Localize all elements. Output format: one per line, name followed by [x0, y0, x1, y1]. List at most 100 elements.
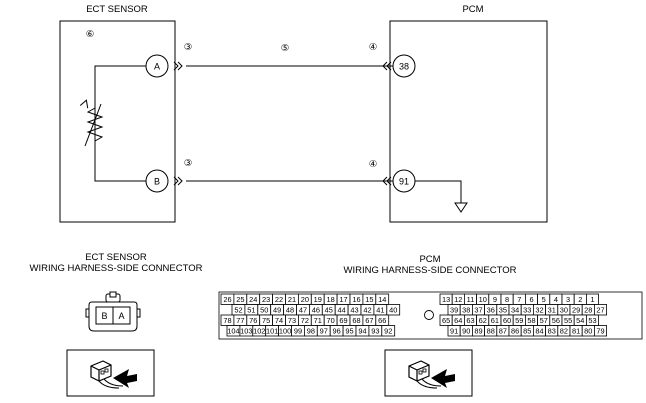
pcm-connector-pin-label: 95 [345, 327, 353, 336]
pcm-connector-pin-label: 4 [554, 295, 558, 304]
pcm-connector-pin-label: 19 [314, 295, 322, 304]
pcm-connector-pin-label: 87 [499, 327, 507, 336]
pcm-connector-pin-label: 2 [578, 295, 582, 304]
thermistor-arrow-head [79, 99, 89, 109]
pcm-connector-pin-label: 49 [273, 306, 281, 315]
pcm-connector-pin-label: 16 [352, 295, 360, 304]
pcm-connector-pin-label: 46 [312, 306, 320, 315]
pcm-connector-pin-label: 58 [527, 316, 535, 325]
pcm-connector-pin-label: 94 [358, 327, 366, 336]
pcm-connector-pin-label: 103 [240, 327, 252, 336]
callout-pcm-pin-91-connector: ④ [369, 159, 378, 170]
pcm-connector-pin-label: 56 [552, 316, 560, 325]
pcm-connector-pin-label: 23 [262, 295, 270, 304]
pcm-connector-pin-label: 8 [505, 295, 509, 304]
pcm-connector-pin-label: 38 [462, 306, 470, 315]
pcm-connector-pin-label: 80 [584, 327, 592, 336]
pcm-connector-pin-label: 70 [327, 316, 335, 325]
pcm-connector-pin-label: 92 [384, 327, 392, 336]
pcm-connector-pin-label: 82 [560, 327, 568, 336]
pcm-connector-pin-label: 39 [450, 306, 458, 315]
pcm-connector-pin-label: 6 [529, 295, 533, 304]
pcm-connector-pin-label: 101 [266, 327, 278, 336]
pcm-pin-91-label: 91 [399, 177, 409, 187]
pcm-connector-pin-label: 29 [572, 306, 580, 315]
pcm-connector-pin-label: 20 [301, 295, 309, 304]
pcm-connector-pin-label: 102 [253, 327, 265, 336]
pcm-connector-pin-label: 32 [535, 306, 543, 315]
pcm-connector-pin-label: 96 [333, 327, 341, 336]
pcm-connector-pin-label: 21 [288, 295, 296, 304]
ect-sensor-title: ECT SENSOR [86, 4, 148, 15]
pcm-connector-pin-label: 42 [363, 306, 371, 315]
callout-ect-component: ⑥ [86, 29, 95, 40]
pcm-connector-pin-label: 28 [584, 306, 592, 315]
pcm-connector-pin-label: 14 [378, 295, 386, 304]
thermistor-variable-arrow [84, 103, 102, 147]
pcm-connector-pin-label: 86 [511, 327, 519, 336]
pcm-connector-pin-label: 83 [548, 327, 556, 336]
pcm-connector-pin-label: 63 [466, 316, 474, 325]
callout-ect-pin-b-connector: ③ [184, 158, 193, 169]
thermistor-symbol [86, 107, 104, 142]
pcm-connector-pin-label: 73 [288, 316, 296, 325]
pcm-connector-pin-label: 69 [339, 316, 347, 325]
pcm-connector-pin-label: 52 [234, 306, 242, 315]
ground-wire [415, 180, 462, 203]
pcm-connector-pin-label: 65 [442, 316, 450, 325]
pcm-connector-pin-label: 24 [249, 295, 257, 304]
ect-pin-a-label: A [154, 62, 160, 72]
pcm-box [389, 20, 548, 223]
pcm-connector-pin-label: 27 [596, 306, 604, 315]
pcm-connector-pin-label: 59 [515, 316, 523, 325]
pcm-connector-pin-label: 9 [493, 295, 497, 304]
pcm-connector-pin-label: 44 [338, 306, 346, 315]
pcm-connector-pin-label: 72 [301, 316, 309, 325]
view-direction-icon [66, 349, 155, 397]
pcm-connector-pin-label: 90 [462, 327, 470, 336]
callout-ect-pin-a-connector: ③ [184, 42, 193, 53]
ect-pin-b [145, 169, 169, 193]
pcm-connector-pin-label: 61 [491, 316, 499, 325]
pcm-connector-pin-label: 67 [365, 316, 373, 325]
pcm-connector-cell [381, 325, 396, 337]
pcm-connector-pin-label: 7 [517, 295, 521, 304]
ect-connector-face: B A [85, 291, 141, 332]
ect-face-pin-b: B [101, 311, 107, 321]
view-direction-icon [384, 349, 473, 397]
pcm-connector-pin-label: 5 [542, 295, 546, 304]
pcm-connector-pin-label: 36 [487, 306, 495, 315]
ect-connector-chevrons [173, 61, 183, 186]
pcm-connector-pin-label: 57 [540, 316, 548, 325]
pcm-connector-pin-label: 48 [286, 306, 294, 315]
pcm-connector-pin-label: 89 [474, 327, 482, 336]
pcm-connector-pin-label: 84 [535, 327, 543, 336]
pcm-connector-pin-label: 76 [249, 316, 257, 325]
pcm-connector-pin-label: 43 [350, 306, 358, 315]
ect-connector-title-line2: WIRING HARNESS-SIDE CONNECTOR [30, 263, 203, 274]
pcm-connector-pin-label: 47 [299, 306, 307, 315]
pcm-connector-pin-label: 13 [442, 295, 450, 304]
pcm-connector-pin-label: 34 [511, 306, 519, 315]
pcm-connector-pin-label: 45 [325, 306, 333, 315]
pcm-connector-cell [386, 304, 401, 316]
ground-symbol [454, 202, 468, 213]
pcm-connector-pin-label: 91 [450, 327, 458, 336]
pcm-connector-frame [218, 291, 643, 340]
pcm-connector-pin-label: 40 [389, 306, 397, 315]
pcm-connector-pin-label: 66 [378, 316, 386, 325]
pcm-connector-pin-label: 85 [523, 327, 531, 336]
pcm-connector-pin-label: 35 [499, 306, 507, 315]
pcm-connector-pin-label: 41 [376, 306, 384, 315]
pcm-connector-pin-label: 62 [479, 316, 487, 325]
pcm-connector-pin-label: 15 [365, 295, 373, 304]
pcm-connector-pin-label: 54 [576, 316, 584, 325]
callout-harness: ⑤ [281, 43, 290, 54]
pcm-connector-pin-label: 12 [454, 295, 462, 304]
ect-sensor-box [59, 20, 176, 223]
pcm-connector-pin-label: 99 [294, 327, 302, 336]
pcm-title: PCM [462, 4, 483, 15]
